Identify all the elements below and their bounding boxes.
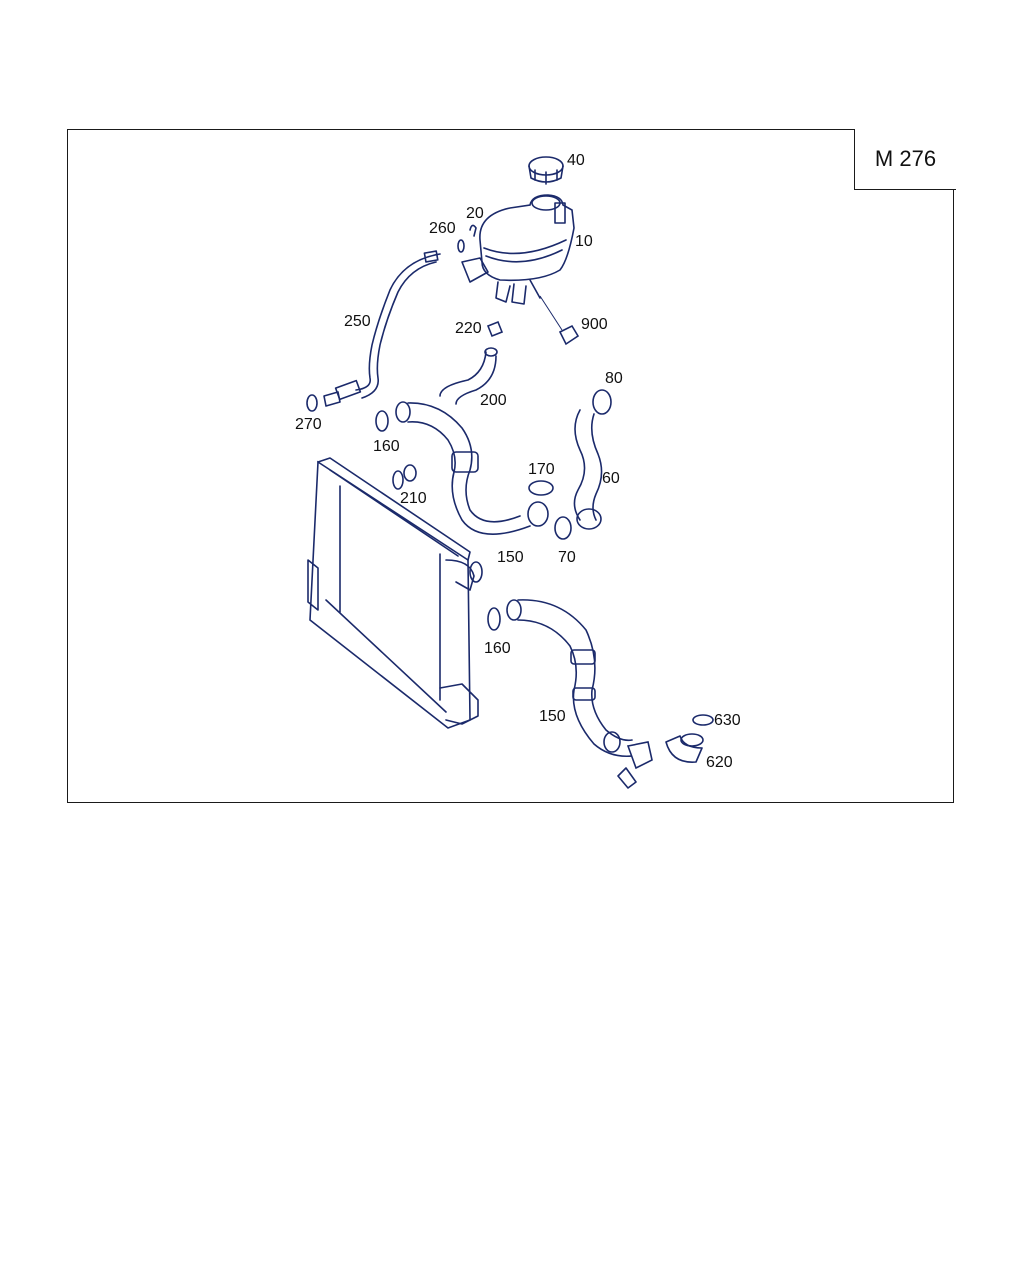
part-630-oring[interactable] xyxy=(692,714,714,726)
part-150-hose-lower[interactable] xyxy=(506,599,633,758)
part-60-hose[interactable] xyxy=(573,409,603,530)
callout-10: 10 xyxy=(575,233,593,250)
part-250-hose[interactable] xyxy=(323,250,441,407)
part-160-oring-lower[interactable] xyxy=(487,607,501,631)
callout-150-lower: 150 xyxy=(539,708,566,725)
part-10-expansion-tank[interactable] xyxy=(461,194,575,305)
part-900-sensor[interactable] xyxy=(539,295,580,346)
part-200-hose[interactable] xyxy=(439,347,498,405)
callout-40: 40 xyxy=(567,152,585,169)
callout-210: 210 xyxy=(400,490,427,507)
radiator[interactable] xyxy=(307,457,483,729)
part-20-clip[interactable] xyxy=(469,224,477,237)
part-220-clip[interactable] xyxy=(486,320,504,338)
callout-160-lower: 160 xyxy=(484,640,511,657)
part-70-oring[interactable] xyxy=(554,516,572,540)
callout-900: 900 xyxy=(581,316,608,333)
part-210-oring[interactable] xyxy=(392,464,417,490)
callout-160-upper: 160 xyxy=(373,438,400,455)
callout-260: 260 xyxy=(429,220,456,237)
model-label: M 276 xyxy=(854,129,956,190)
callout-250: 250 xyxy=(344,313,371,330)
part-620-elbow[interactable] xyxy=(665,733,704,763)
t-fitting[interactable] xyxy=(617,741,653,789)
callout-270: 270 xyxy=(295,416,322,433)
part-270-oring[interactable] xyxy=(306,394,318,412)
part-170-oring[interactable] xyxy=(528,480,554,496)
part-80-oring[interactable] xyxy=(592,389,612,415)
callout-200: 200 xyxy=(480,392,507,409)
part-260-seal[interactable] xyxy=(457,239,465,253)
callout-70: 70 xyxy=(558,549,576,566)
part-160-oring-upper[interactable] xyxy=(375,410,389,432)
callout-60: 60 xyxy=(602,470,620,487)
callout-220: 220 xyxy=(455,320,482,337)
callout-170: 170 xyxy=(528,461,555,478)
callout-80: 80 xyxy=(605,370,623,387)
diagram-frame xyxy=(67,129,954,803)
part-40-cap[interactable] xyxy=(528,156,564,185)
callout-620: 620 xyxy=(706,754,733,771)
callout-630: 630 xyxy=(714,712,741,729)
callout-150-upper: 150 xyxy=(497,549,524,566)
part-150-hose-upper[interactable] xyxy=(395,401,549,535)
callout-20: 20 xyxy=(466,205,484,222)
